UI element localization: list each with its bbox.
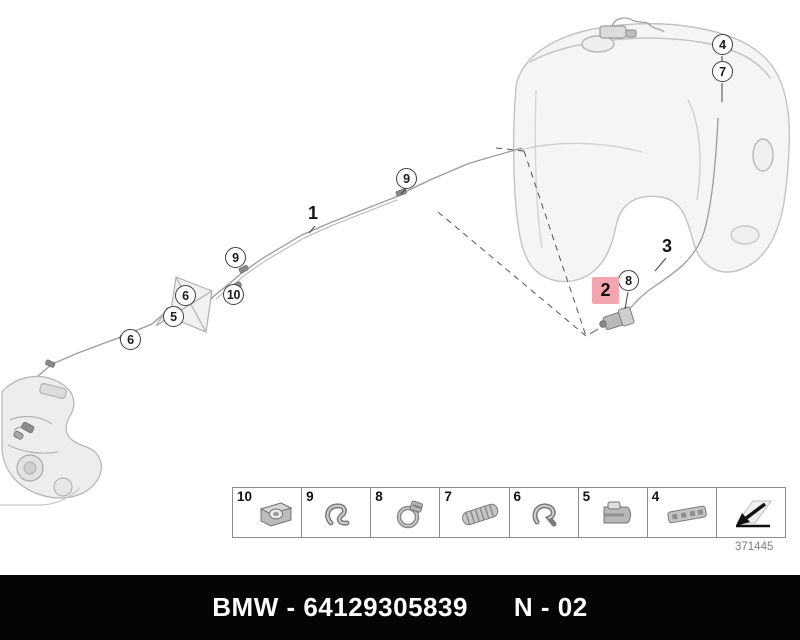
drawing-number: 371445 [735,541,774,553]
legend-number: 7 [444,489,452,504]
hose-clamp-icon [396,500,423,528]
callout-1[interactable]: 1 [308,203,319,223]
legend-number: 8 [375,489,383,504]
fuel-line-1 [29,147,523,413]
legend-item-5[interactable]: 5 [579,488,648,537]
fuel-tank [512,23,791,283]
line-end-fitting [13,421,35,440]
dashed-guides [437,147,587,337]
parts-legend: 10 9 8 7 [232,487,786,538]
legend-item-6[interactable]: 6 [510,488,579,537]
callout-6-left[interactable]: 6 [120,329,141,350]
line-clip-icon [532,502,557,526]
line-clips [45,188,407,368]
legend-number: 6 [513,489,522,504]
footer-page-label: N - 02 [513,592,588,622]
callout-4[interactable]: 4 [712,34,733,55]
legend-item-9[interactable]: 9 [302,488,372,537]
legend-number: 10 [237,489,253,504]
legend-item-4[interactable]: 4 [648,488,717,537]
callout-6-bracket[interactable]: 6 [175,285,196,306]
cable-clamp-icon [259,501,293,527]
engine-assembly [0,375,102,506]
legend-item-7[interactable]: 7 [440,488,510,537]
callout-8[interactable]: 8 [618,270,639,291]
legend-item-10[interactable]: 10 [233,488,303,537]
diagram-art [0,17,791,506]
s-clip-icon [325,502,350,526]
legend-item-arrow[interactable] [717,488,785,537]
direction-arrow-icon [736,500,773,527]
fuel-line-3 [625,117,719,315]
callout-5[interactable]: 5 [163,306,184,327]
footer-part-number: BMW - 64129305839 [212,592,468,622]
callout-3[interactable]: 3 [662,236,673,256]
multi-clamp-icon [667,505,707,523]
part-2-component [589,306,635,335]
footer-bar: BMW - 64129305839 N - 02 [0,575,800,640]
callout-7[interactable]: 7 [712,61,733,82]
holder-clamp-icon [603,501,631,523]
callout-2-highlighted[interactable]: 2 [592,277,619,304]
callout-9-upper[interactable]: 9 [396,168,417,189]
callout-9-mid[interactable]: 9 [225,247,246,268]
legend-item-8[interactable]: 8 [371,488,441,537]
legend-number: 9 [306,489,314,504]
legend-number: 5 [582,489,591,504]
callout-10[interactable]: 10 [223,284,244,305]
fuel-sender-unit [599,17,665,39]
ribbed-sleeve-icon [461,503,498,525]
callout-leaders [308,56,723,310]
legend-number: 4 [651,489,660,504]
